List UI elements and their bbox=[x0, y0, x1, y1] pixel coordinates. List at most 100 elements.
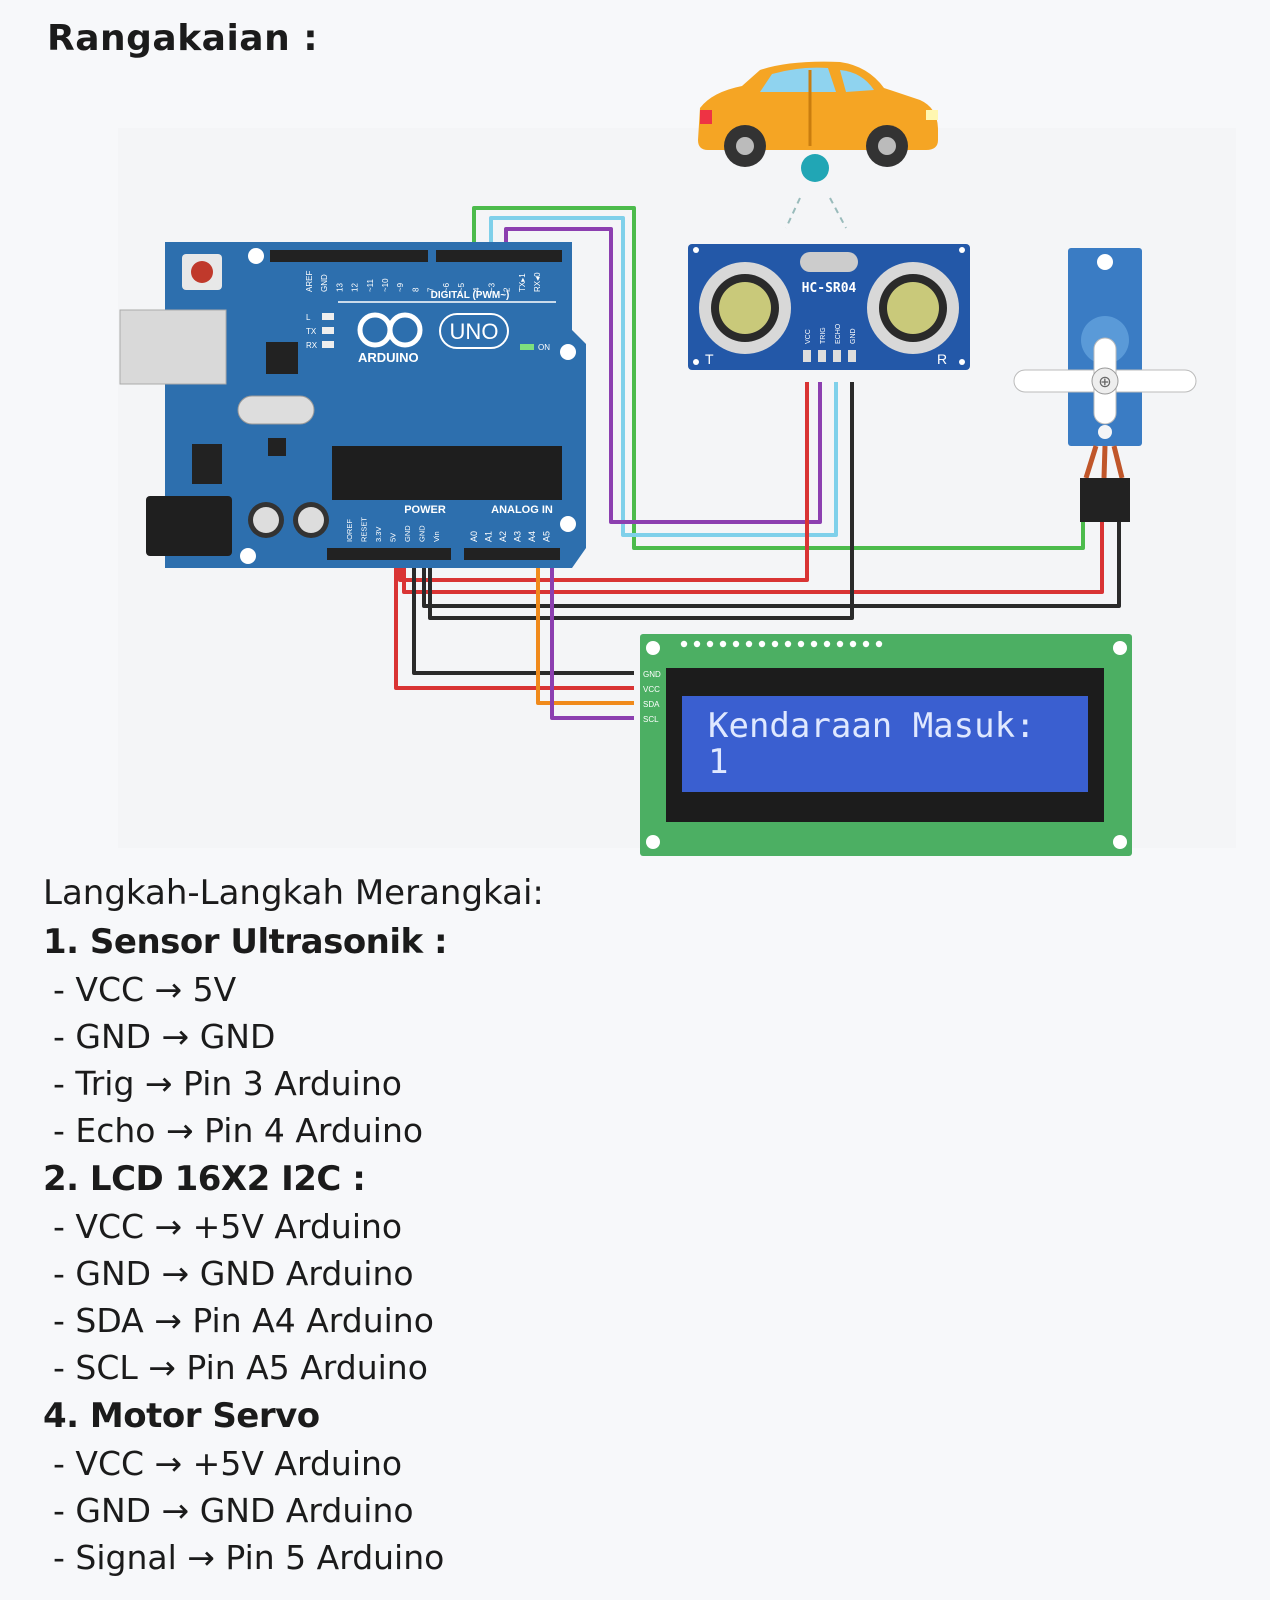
digital-pin-label: ~3 bbox=[487, 282, 496, 292]
sensor-pin bbox=[803, 350, 811, 362]
digital-pin-label: AREF bbox=[305, 271, 314, 292]
circuit-diagram: ARDUINO UNO DIGITAL (PWM~) POWER ANALOG … bbox=[119, 61, 1197, 856]
power-pin-label: Vin bbox=[432, 531, 441, 542]
lcd-header-pin bbox=[862, 640, 870, 648]
servo-motor: ⊕ bbox=[1013, 248, 1197, 522]
step-item: - VCC → 5V bbox=[53, 970, 237, 1009]
digital-header-label: DIGITAL (PWM~) bbox=[431, 290, 510, 301]
arduino-logo-icon bbox=[357, 312, 423, 348]
wire-servo-vcc bbox=[402, 522, 1104, 594]
sensor-pin-label: ECHO bbox=[835, 323, 842, 344]
usb-port bbox=[119, 309, 227, 385]
step-section-heading: 2. LCD 16X2 I2C : bbox=[43, 1159, 366, 1199]
wire-trig bbox=[504, 227, 822, 524]
lcd-header-pin bbox=[797, 640, 805, 648]
digital-pin-label: 4 bbox=[472, 287, 481, 292]
analog-pin-label: A5 bbox=[542, 531, 552, 542]
digital-pin-label: 13 bbox=[335, 283, 344, 292]
lcd-header-pin bbox=[706, 640, 714, 648]
status-led-labels: L TX RX bbox=[306, 313, 334, 350]
arduino-brand-label: ARDUINO bbox=[358, 350, 419, 365]
lcd-header-pin bbox=[758, 640, 766, 648]
arduino-board: ARDUINO UNO DIGITAL (PWM~) POWER ANALOG … bbox=[119, 242, 586, 568]
status-led bbox=[322, 327, 334, 334]
analog-header-label: ANALOG IN bbox=[491, 504, 553, 516]
sensor-pin-label: GND bbox=[850, 328, 857, 344]
wire-servo-gnd bbox=[422, 522, 1121, 608]
digital-pin-label: ~5 bbox=[457, 282, 466, 292]
lcd-pin-label: SCL bbox=[643, 715, 659, 724]
analog-pin-label: A4 bbox=[527, 531, 537, 542]
lcd-header-pin bbox=[810, 640, 818, 648]
power-header-label: POWER bbox=[404, 504, 446, 516]
digital-pin-label: 2 bbox=[503, 287, 512, 292]
sensor-pin-label: TRIG bbox=[820, 327, 827, 344]
step-item: - GND → GND Arduino bbox=[53, 1254, 414, 1293]
sensor-model-label: HC-SR04 bbox=[802, 281, 857, 296]
sensor-pin bbox=[818, 350, 826, 362]
car-icon bbox=[698, 61, 938, 229]
wire-lcd-gnd bbox=[412, 556, 634, 675]
sensor-pin-label: VCC bbox=[805, 329, 812, 344]
sensor-pin bbox=[833, 350, 841, 362]
power-pin-label: RESET bbox=[360, 517, 369, 542]
step-section-heading: 4. Motor Servo bbox=[43, 1396, 320, 1436]
on-led-label: ON bbox=[538, 343, 550, 352]
wire-servo-signal bbox=[472, 206, 1085, 550]
analog-pin-label: A0 bbox=[469, 531, 479, 542]
analog-pin-label: A3 bbox=[513, 531, 523, 542]
lcd-header-pin bbox=[771, 640, 779, 648]
analog-pin-label: A1 bbox=[484, 531, 494, 542]
power-pin-label: 3.3V bbox=[374, 527, 383, 542]
step-item: - VCC → +5V Arduino bbox=[53, 1444, 403, 1483]
step-item: - VCC → +5V Arduino bbox=[53, 1207, 403, 1246]
lcd-header-pin bbox=[849, 640, 857, 648]
digital-pin-label: ~10 bbox=[381, 278, 390, 292]
step-item: - SDA → Pin A4 Arduino bbox=[53, 1301, 434, 1340]
step-item: - Echo → Pin 4 Arduino bbox=[53, 1111, 424, 1150]
digital-pin-label: ~11 bbox=[366, 278, 375, 292]
lcd-header-pin bbox=[784, 640, 792, 648]
svg-text:⊕: ⊕ bbox=[1098, 372, 1111, 391]
page-title: Rangakaian : bbox=[47, 18, 319, 59]
power-pin-label: GND bbox=[418, 525, 427, 542]
lcd-pin-label: SDA bbox=[643, 700, 660, 709]
led-label: RX bbox=[306, 341, 318, 350]
lcd-header-pin bbox=[836, 640, 844, 648]
digital-pin-label: 7 bbox=[427, 287, 436, 292]
wire-sensor-gnd bbox=[428, 382, 854, 620]
digital-pin-label: 12 bbox=[351, 283, 360, 292]
led-label: TX bbox=[306, 327, 317, 336]
atmega-chip bbox=[332, 446, 562, 500]
power-pin-label: IOREF bbox=[345, 519, 354, 542]
digital-pin-label: 8 bbox=[411, 287, 420, 292]
lcd-header-pin bbox=[719, 640, 727, 648]
servo-connector bbox=[1080, 478, 1130, 522]
lcd-header-pin bbox=[823, 640, 831, 648]
arduino-model-label: UNO bbox=[450, 319, 499, 344]
status-led bbox=[322, 313, 334, 320]
digital-pin-label: TX▸1 bbox=[518, 273, 527, 292]
lcd-line-1: Kendaraan Masuk: bbox=[708, 706, 1036, 746]
digital-pin-label: ~6 bbox=[442, 282, 451, 292]
lcd-header-pin bbox=[693, 640, 701, 648]
step-item: - Trig → Pin 3 Arduino bbox=[53, 1064, 402, 1103]
step-item: - SCL → Pin A5 Arduino bbox=[53, 1348, 428, 1387]
sensor-pin-labels: VCC TRIG ECHO GND bbox=[803, 323, 857, 362]
led-label: L bbox=[306, 313, 311, 322]
status-led bbox=[322, 341, 334, 348]
lcd-header-pin bbox=[732, 640, 740, 648]
sensor-transmitter-mark: T bbox=[705, 351, 714, 367]
lcd-header-pin bbox=[875, 640, 883, 648]
lcd-pin-label: GND bbox=[643, 670, 661, 679]
wires bbox=[394, 206, 1121, 720]
sensor-receiver-mark: R bbox=[937, 351, 947, 367]
sensor-pin bbox=[848, 350, 856, 362]
digital-pin-label: GND bbox=[320, 274, 329, 292]
step-item: - Signal → Pin 5 Arduino bbox=[53, 1538, 445, 1577]
